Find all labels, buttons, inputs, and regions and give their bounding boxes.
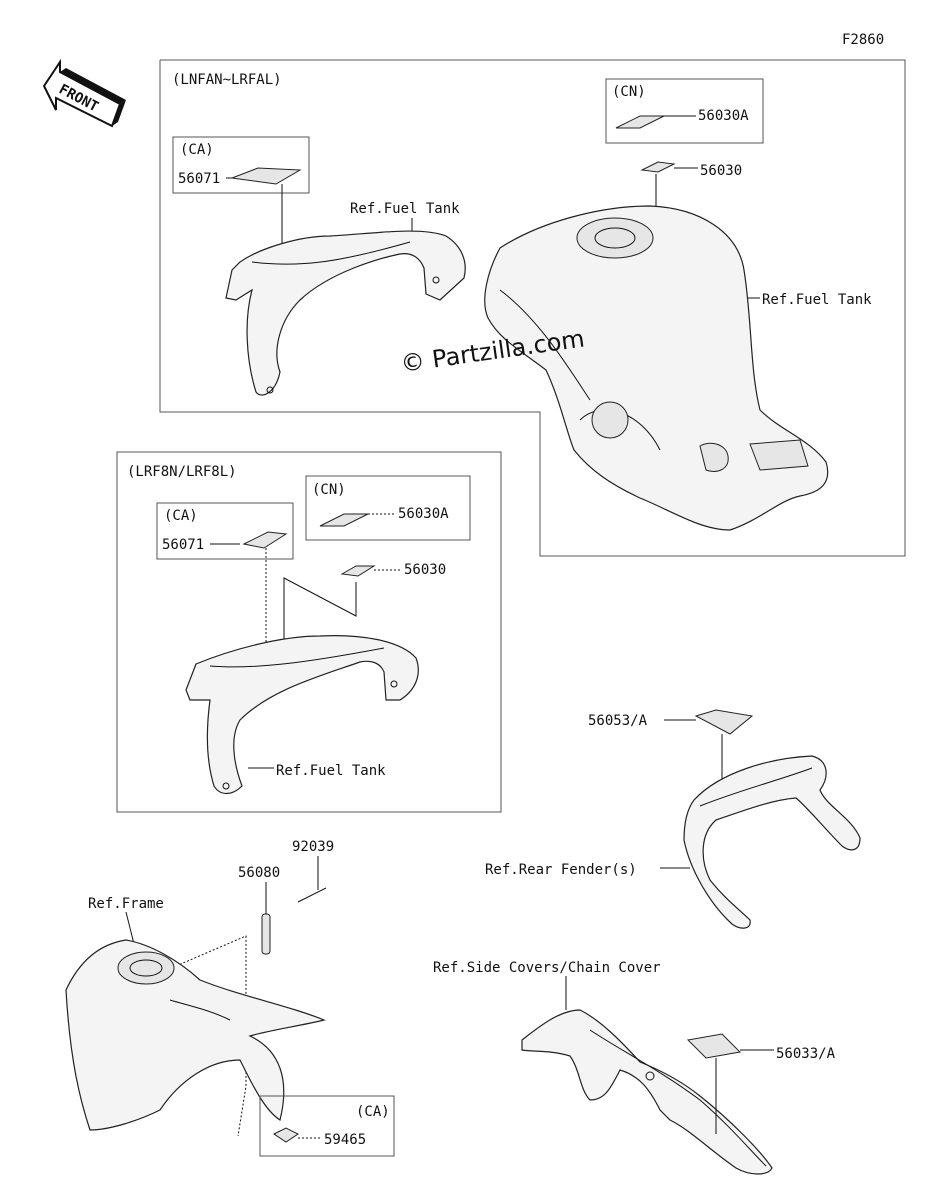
fuel-tank-cover-mid xyxy=(185,635,419,795)
section-top-border xyxy=(159,59,906,557)
frame xyxy=(65,939,326,1131)
cn-title-mid: (CN) xyxy=(312,482,346,498)
section-mid-border xyxy=(116,451,502,813)
label-56030A-mid-icon xyxy=(319,513,369,527)
ca-box-top xyxy=(172,136,310,194)
cn-title-top: (CN) xyxy=(612,84,646,100)
ref-frame: Ref.Frame xyxy=(88,896,164,912)
label-56071-mid-icon xyxy=(242,531,288,549)
part-56071-top: 56071 xyxy=(178,171,220,187)
fuel-tank-top xyxy=(484,205,829,531)
label-56030-mid-icon xyxy=(340,565,376,577)
label-56053A-icon xyxy=(694,709,754,735)
label-59465-icon xyxy=(273,1127,299,1143)
cn-box-top xyxy=(605,78,764,144)
ref-fuel-tank-mid: Ref.Fuel Tank xyxy=(276,763,386,779)
ref-side-covers: Ref.Side Covers/Chain Cover xyxy=(433,960,661,976)
figure-code: F2860 xyxy=(842,32,884,48)
ref-rear-fender: Ref.Rear Fender(s) xyxy=(485,862,637,878)
label-56030A-top-icon xyxy=(615,115,665,129)
part-56030-top: 56030 xyxy=(700,163,742,179)
label-56030-top-icon xyxy=(640,161,676,173)
ca-box-mid xyxy=(156,502,294,560)
ref-fuel-tank-cover-top: Ref.Fuel Tank xyxy=(350,201,460,217)
ca-box-frame xyxy=(259,1095,395,1157)
section-top-title: (LNFAN~LRFAL) xyxy=(172,72,282,88)
band-56080-icon xyxy=(261,913,271,955)
label-56033A-icon xyxy=(686,1033,742,1059)
part-92039: 92039 xyxy=(292,839,334,855)
ca-title-frame: (CA) xyxy=(356,1104,390,1120)
part-56053A: 56053/A xyxy=(588,713,648,729)
part-56030-mid: 56030 xyxy=(404,562,446,578)
ca-title-mid: (CA) xyxy=(164,508,198,524)
cn-box-mid xyxy=(305,475,471,541)
fuel-tank-cover-top xyxy=(225,230,466,396)
chain-cover xyxy=(521,1009,773,1175)
part-56030A-top: 56030A xyxy=(698,108,749,124)
rear-fender xyxy=(683,755,861,929)
part-56080: 56080 xyxy=(238,865,280,881)
part-59465: 59465 xyxy=(324,1132,366,1148)
front-arrow: FRONT xyxy=(42,58,126,128)
ca-title-top: (CA) xyxy=(180,142,214,158)
ref-fuel-tank-top: Ref.Fuel Tank xyxy=(762,292,872,308)
label-56071-top-icon xyxy=(231,167,302,185)
part-56033A: 56033/A xyxy=(776,1046,836,1062)
part-56071-mid: 56071 xyxy=(162,537,204,553)
part-56030A-mid: 56030A xyxy=(398,506,449,522)
section-mid-title: (LRF8N/LRF8L) xyxy=(127,464,237,480)
